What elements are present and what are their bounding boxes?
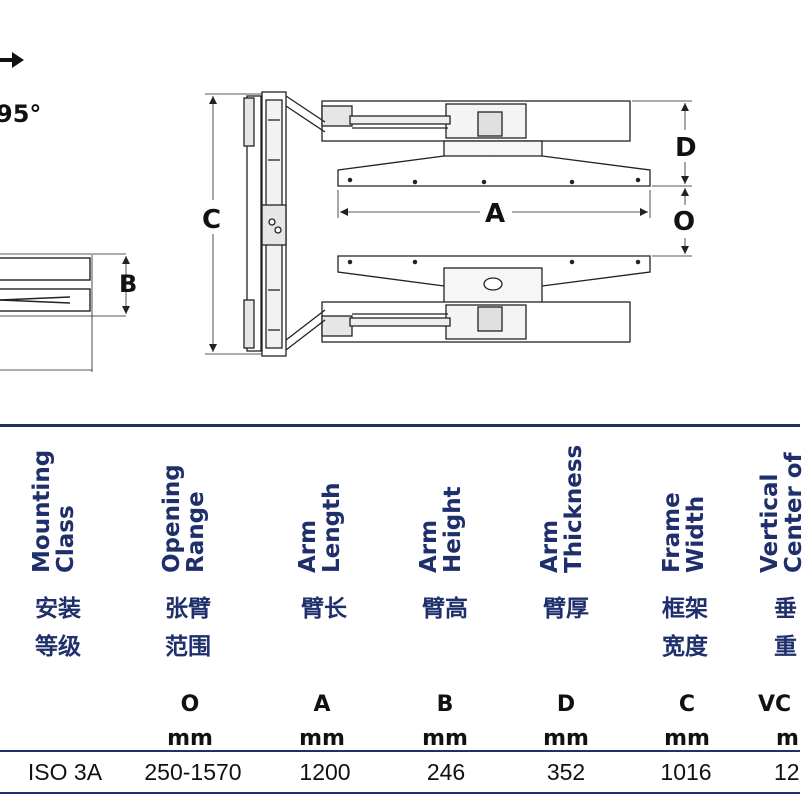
header-opening-range: Opening Range (159, 464, 209, 573)
value-frame-width: 1016 (660, 759, 712, 785)
clamp-frame (243, 91, 287, 357)
dim-label-b: B (119, 270, 137, 298)
symbol-vc: VC (758, 692, 792, 717)
value-arm-height: 246 (426, 759, 466, 785)
header-arm-height: Arm Height (416, 486, 466, 573)
value-mounting-class: ISO 3A (27, 759, 103, 785)
cn-vertical-center: 垂 重 (774, 596, 797, 660)
header-frame-width: Frame Width (659, 492, 709, 573)
table-top-rule (0, 424, 800, 427)
cn-arm-thickness: 臂厚 (543, 596, 589, 622)
symbol-b: B (436, 692, 454, 717)
cn-mounting-class: 安装 等级 (35, 596, 81, 660)
dim-label-d: D (675, 133, 697, 163)
cn-arm-length: 臂长 (301, 596, 347, 622)
value-arm-length: 1200 (299, 759, 351, 785)
cn-arm-height: 臂高 (422, 596, 468, 622)
header-arm-length: Arm Length (295, 482, 345, 573)
value-arm-thickness: 352 (546, 759, 586, 785)
unit-vertical-center: m (776, 726, 799, 751)
symbol-o: O (180, 692, 200, 717)
header-vertical-center: Vertical Center of (757, 452, 807, 573)
lower-arm-assembly (285, 255, 651, 351)
unit-opening-range: mm (167, 726, 213, 751)
rotation-angle-label: 95° (0, 100, 41, 128)
cn-opening-range: 张臂 范围 (165, 596, 211, 660)
symbol-a: A (313, 692, 331, 717)
dim-a-line (337, 190, 651, 218)
dim-d-o-line (632, 100, 692, 257)
unit-arm-height: mm (422, 726, 468, 751)
symbol-d: D (556, 692, 576, 717)
header-arm-thickness: Arm Thickness (537, 444, 587, 573)
rotation-arrow-icon (0, 52, 24, 68)
dim-label-c: C (202, 205, 221, 235)
dim-label-a: A (485, 199, 505, 229)
technical-drawing: 95° B C (0, 52, 697, 372)
unit-frame-width: mm (664, 726, 710, 751)
side-view (0, 253, 130, 372)
values-top-rule (0, 750, 800, 752)
spec-table: Mounting Class 安装 等级 Opening Range 张臂 范围… (0, 420, 807, 800)
header-mounting-class: Mounting Class (29, 449, 79, 573)
value-opening-range: 250-1570 (144, 759, 242, 785)
column-vertical-center: Vertical Center of 垂 重 VC m 12 (757, 420, 807, 800)
upper-arm-assembly (285, 95, 651, 187)
unit-arm-length: mm (299, 726, 345, 751)
cn-frame-width: 框架 宽度 (662, 596, 708, 660)
symbol-c: C (678, 692, 696, 717)
unit-arm-thickness: mm (543, 726, 589, 751)
value-vertical-center: 12 (774, 759, 800, 785)
dim-label-o: O (673, 207, 695, 237)
values-bottom-rule (0, 792, 800, 794)
